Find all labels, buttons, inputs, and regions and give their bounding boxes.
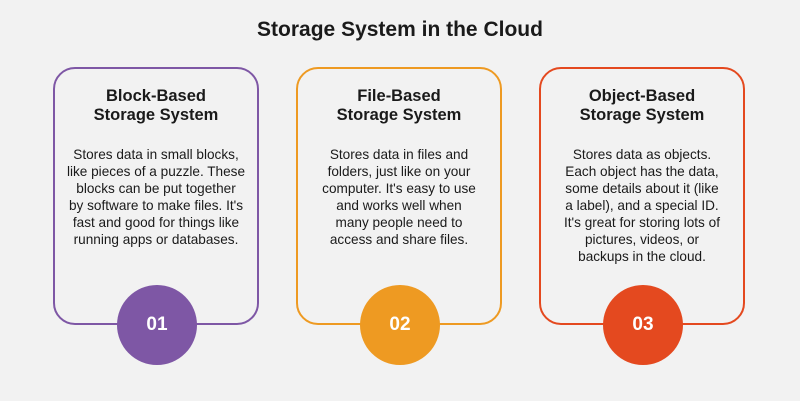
card-description: Stores data in small blocks,like pieces … <box>66 147 246 247</box>
step-number-badge: 01 <box>117 285 197 365</box>
step-number-badge: 02 <box>360 285 440 365</box>
step-number-badge: 03 <box>603 285 683 365</box>
diagram-title: Storage System in the Cloud <box>257 18 543 41</box>
card-description: Stores data as objects.Each object has t… <box>564 147 720 264</box>
